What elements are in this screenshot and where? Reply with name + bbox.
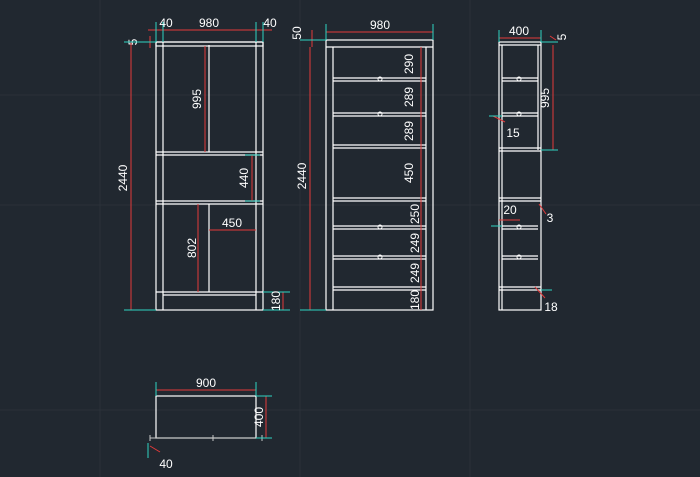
front-width-dim: 980 <box>199 16 219 30</box>
shelf-7-dim: 249 <box>408 263 422 283</box>
side-3-dim: 3 <box>547 211 554 225</box>
shelves-top-gap-dim: 50 <box>290 26 304 40</box>
shelf-2-dim: 289 <box>402 87 416 107</box>
front-top-left-dim: 40 <box>159 16 173 30</box>
shelves-width-dim: 980 <box>370 18 390 32</box>
front-height-dim: 2440 <box>116 164 130 191</box>
shelf-3-dim: 289 <box>402 121 416 141</box>
side-20-dim: 20 <box>503 203 517 217</box>
front-upper-height-dim: 995 <box>190 89 204 109</box>
shelf-8-dim: 180 <box>408 290 422 310</box>
plan-depth-dim: 400 <box>252 407 266 427</box>
front-middle-height-dim: 440 <box>237 168 251 188</box>
front-lower-height-dim: 802 <box>185 238 199 258</box>
plan-width-dim: 900 <box>196 376 216 390</box>
front-top-right-dim: 40 <box>263 16 277 30</box>
side-view: 400 5 995 15 20 3 18 <box>489 24 569 314</box>
side-15-dim: 15 <box>506 126 520 140</box>
front-inner-width-dim: 450 <box>222 216 242 230</box>
shelf-5-dim: 250 <box>408 204 422 224</box>
front-view: 40 980 40 5 2440 995 440 802 450 180 <box>116 16 290 311</box>
shelves-view: 980 50 2440 290 289 289 450 250 249 249 … <box>290 18 434 311</box>
plan-offset-dim: 40 <box>159 457 173 471</box>
shelves-height-dim: 2440 <box>295 162 309 189</box>
side-18-dim: 18 <box>544 300 558 314</box>
side-top-gap-dim: 5 <box>555 33 569 40</box>
plan-view: 900 400 40 <box>147 376 272 471</box>
shelf-4-dim: 450 <box>402 163 416 183</box>
side-upper-height-dim: 995 <box>538 88 552 108</box>
shelf-6-dim: 249 <box>408 233 422 253</box>
side-depth-dim: 400 <box>509 24 529 38</box>
front-plinth-dim: 180 <box>269 291 283 311</box>
shelf-1-dim: 290 <box>402 54 416 74</box>
